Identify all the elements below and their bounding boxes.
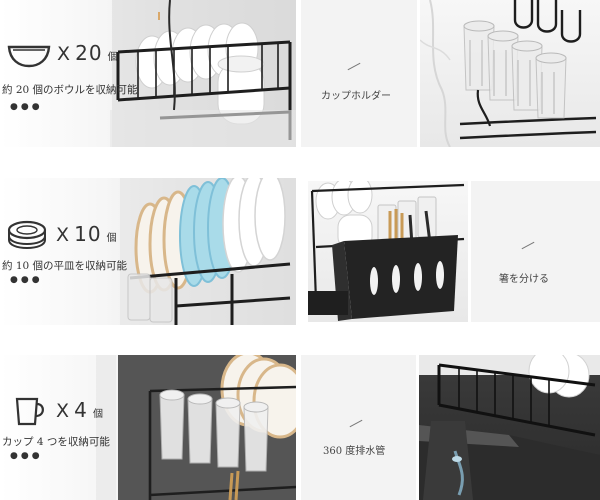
drain-spout-label: 360 度排水管 [323, 446, 386, 457]
bowl-count-label: X 20 個 [57, 41, 118, 65]
multiplier-sign: X [56, 224, 70, 246]
bowl-icon [7, 45, 51, 68]
row2-hero-panel: X 10 個 約 10 個の平皿を収納可能 ●●● [0, 178, 296, 325]
cup-count-label: X 4 個 [56, 398, 103, 422]
plate-count-label: X 10 個 [56, 222, 117, 246]
dots-indicator: ●●● [10, 451, 43, 461]
dish-rack-plates-photo [120, 178, 296, 325]
cup-capacity-text: カップ 4 つを収納可能 [2, 436, 110, 448]
count-unit: 個 [107, 52, 118, 63]
row1-cup-holder-photo-panel [420, 0, 600, 147]
dish-rack-cups-photo [96, 355, 296, 500]
cup-icon [15, 397, 44, 426]
row2-utensil-holder-photo-panel [308, 181, 468, 322]
count-unit: 個 [106, 233, 117, 244]
row3-feature-panel: 360 度排水管 [301, 355, 416, 500]
cup-holder-photo [420, 0, 597, 147]
dots-indicator: ●●● [10, 275, 43, 285]
feature-dash [521, 241, 535, 250]
drain-spout-photo [419, 355, 600, 500]
multiplier-sign: X [57, 43, 71, 65]
multiplier-sign: X [56, 400, 70, 422]
plate-count: 10 [74, 222, 102, 246]
row3-drain-photo-panel [419, 355, 600, 500]
feature-dash [349, 419, 363, 428]
cup-holder-label: カップホルダー [321, 91, 391, 102]
row2-feature-panel: 箸を分ける [471, 181, 600, 322]
utensil-separation-label: 箸を分ける [499, 274, 549, 285]
row1-feature-panel: カップホルダー [301, 0, 417, 147]
bowl-capacity-text: 約 20 個のボウルを収納可能 [2, 84, 138, 96]
plate-capacity-text: 約 10 個の平皿を収納可能 [2, 260, 128, 272]
bowl-count: 20 [75, 41, 103, 65]
row1-hero-panel: X 20 個 約 20 個のボウルを収納可能 ●●● [0, 0, 296, 147]
count-unit: 個 [92, 409, 103, 420]
dish-rack-bowls-photo [110, 0, 296, 147]
dots-indicator: ●●● [10, 102, 43, 112]
cup-count: 4 [74, 398, 88, 422]
utensil-holder-photo [308, 181, 465, 321]
feature-dash [347, 62, 361, 71]
row3-hero-panel: X 4 個 カップ 4 つを収納可能 ●●● [0, 355, 296, 500]
plate-icon [7, 220, 47, 250]
